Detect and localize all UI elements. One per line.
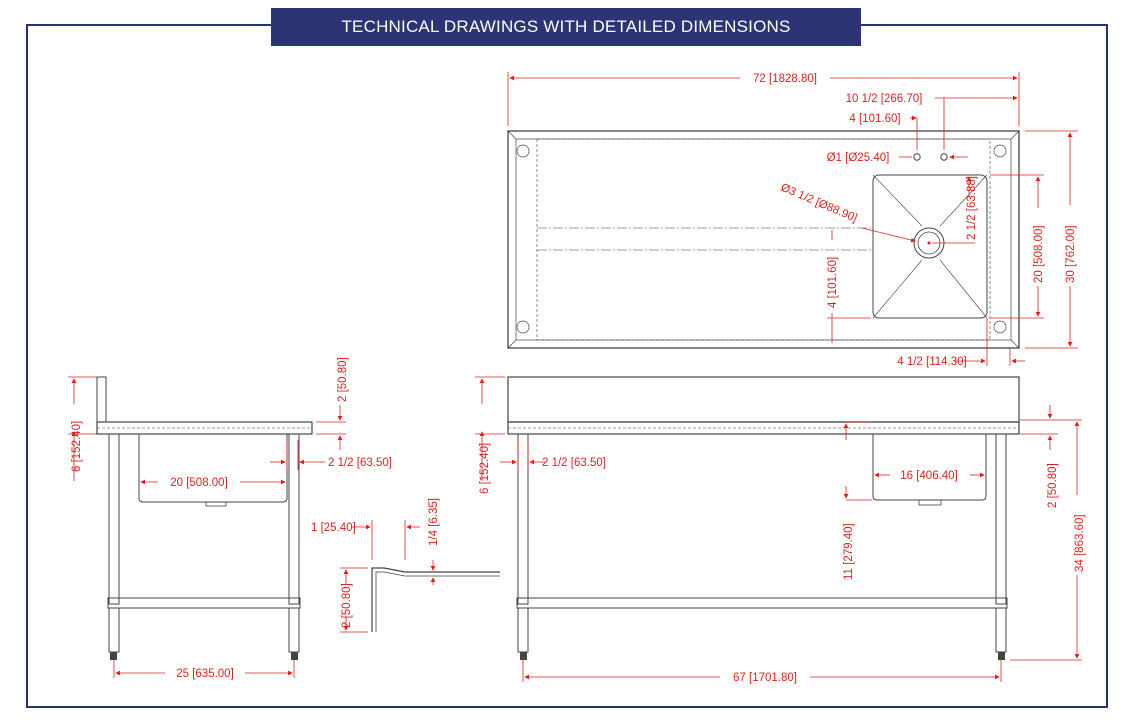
plan-corner-hole [993, 320, 1007, 334]
front-view [507, 376, 1020, 660]
side-sink-bowl [138, 434, 288, 503]
side-leg-left [108, 433, 120, 605]
side-dimensions [68, 376, 346, 678]
plan-tap-hole [940, 153, 948, 161]
dim-detail-lip: 1/4 [6.35] [428, 498, 440, 546]
front-sink-bowl [872, 434, 987, 501]
plan-dimensions [507, 72, 1078, 366]
side-backsplash [96, 376, 107, 423]
dim-front-edge: 2 [50.80] [1047, 463, 1059, 508]
front-undershelf [516, 597, 1008, 609]
side-undershelf [107, 597, 301, 609]
plan-view [507, 130, 1020, 349]
dim-side-leg-span: 25 [635.00] [176, 668, 234, 680]
dim-sink-offset: 10 1/2 [266.70] [846, 93, 923, 105]
dim-drain: Ø3 1/2 [Ø88.90] [779, 182, 859, 225]
dim-side-rim: 2 1/2 [63.50] [328, 457, 392, 469]
drawing-frame [26, 24, 1108, 708]
dim-tap-hole: Ø1 [Ø25.40] [827, 152, 890, 164]
front-leg-left [517, 433, 529, 605]
plan-dimension-labels: 72 [1828.80] 10 1/2 [266.70] 4 [101.60] … [753, 73, 1077, 368]
front-dimension-labels: 6 [152.40] 2 1/2 [63.50] 16 [406.40] 11 … [479, 443, 1086, 684]
front-dimensions [475, 376, 1082, 682]
dim-bowl-front: 4 [101.60] [827, 257, 839, 308]
dim-bowl-depth-plan: 20 [508.00] [1033, 225, 1045, 283]
front-backsplash [507, 376, 1020, 423]
dim-bowl-side: 4 1/2 [114.30] [897, 356, 966, 368]
front-leg-right [995, 433, 1007, 605]
plan-dashed-outline [536, 138, 991, 341]
side-leg-right [288, 433, 300, 605]
dim-side-splash: 6 [152.40] [71, 421, 83, 472]
dim-front-rim: 2 1/2 [63.50] [542, 457, 606, 469]
dim-front-bowl-depth: 11 [279.40] [843, 523, 855, 580]
dim-overall-depth: 30 [762.00] [1065, 225, 1077, 283]
edge-detail [371, 567, 500, 632]
dim-detail-width: 1 [25.40] [311, 522, 356, 534]
plan-corner-hole [516, 320, 530, 334]
dim-tap-spacing: 4 [101.60] [849, 113, 900, 125]
plan-corner-hole [516, 144, 530, 158]
dim-overall-length: 72 [1828.80] [753, 73, 817, 85]
plan-sink-bowl [872, 174, 988, 319]
detail-dimension-labels: 1 [25.40] 1/4 [6.35] 2 [50.80] [311, 498, 440, 628]
detail-dimensions [340, 520, 436, 633]
dim-side-bowl-width: 20 [508.00] [170, 477, 228, 489]
dim-front-splash: 6 [152.40] [479, 443, 491, 494]
dim-front-height: 34 [863.60] [1074, 514, 1086, 572]
dim-front-leg-span: 67 [1701.80] [733, 672, 797, 684]
dim-detail-height: 2 [50.80] [341, 583, 353, 628]
side-view [96, 376, 313, 660]
dim-drain-offset: 2 1/2 [63.88] [966, 176, 978, 240]
plan-corner-hole [993, 144, 1007, 158]
plan-table-top [507, 130, 1020, 349]
plan-tap-hole [913, 153, 921, 161]
page-title: TECHNICAL DRAWINGS WITH DETAILED DIMENSI… [271, 8, 861, 46]
dim-front-bowl-width: 16 [406.40] [900, 470, 958, 482]
dim-side-top-thickness: 2 [50.80] [337, 357, 349, 402]
plan-inner-edge [515, 138, 1012, 341]
side-dimension-labels: 6 [152.40] 2 [50.80] 2 1/2 [63.50] 20 [5… [71, 357, 392, 680]
